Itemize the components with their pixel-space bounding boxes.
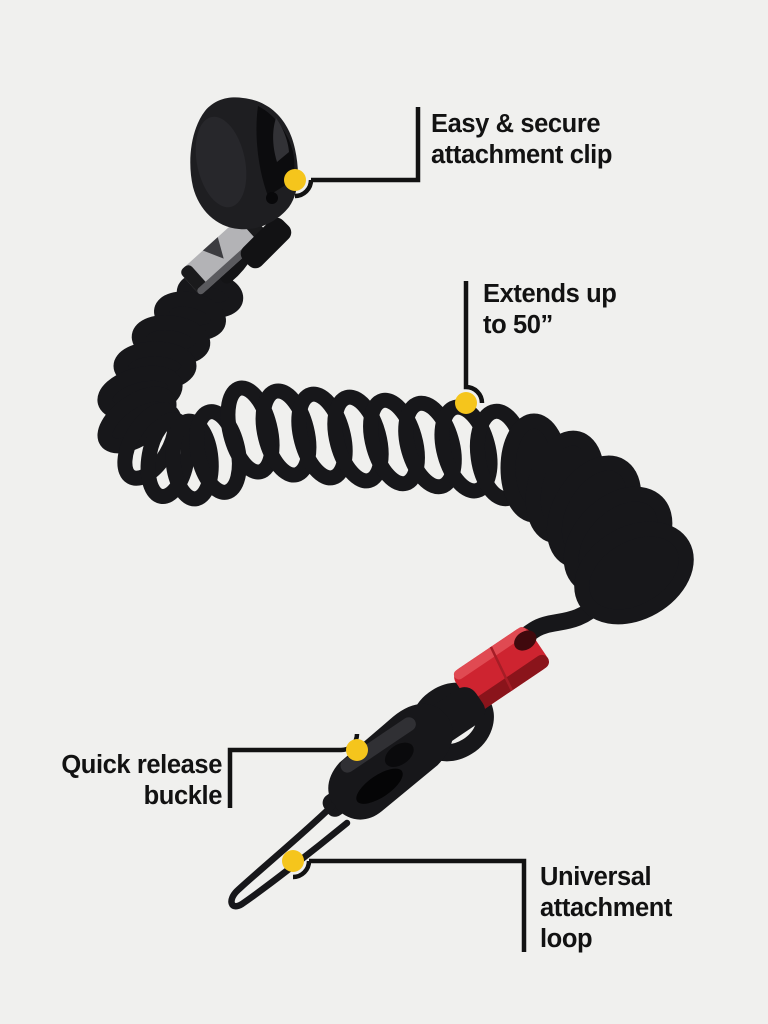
buckle-slot — [356, 768, 403, 804]
callout-line-extension — [463, 281, 485, 404]
callout-dots — [282, 169, 477, 872]
callout-label-universal-loop: Universal attachment loop — [540, 862, 672, 955]
callout-label-extension: Extends up to 50” — [483, 279, 617, 341]
callout-line-quick-release — [227, 747, 341, 808]
callout-dot-quick-release — [346, 739, 368, 761]
callout-arc-attachment-clip — [294, 179, 314, 199]
coil-section-cluster — [500, 413, 694, 625]
callout-text-line: loop — [540, 925, 593, 953]
clip-body-sheen — [195, 116, 247, 208]
coiled-tether — [97, 255, 694, 666]
callout-text-line: buckle — [143, 782, 223, 810]
callout-text-line: Easy & secure — [431, 110, 601, 138]
clip-jaw-highlight — [273, 118, 289, 162]
callout-text-line: Extends up — [483, 280, 617, 308]
callout-text-line: Universal — [540, 863, 652, 891]
callout-dot-attachment-clip — [284, 169, 306, 191]
coil-section-middle — [117, 380, 533, 507]
callout-dot-universal-loop — [282, 850, 304, 872]
callout-dot-extension — [455, 392, 477, 414]
attachment-clip — [181, 97, 298, 295]
callout-line-attachment-clip — [311, 107, 421, 183]
clip-pivot — [266, 192, 278, 204]
callout-lines — [227, 107, 527, 952]
callout-arc-universal-loop — [292, 860, 312, 880]
callout-line-universal-loop — [309, 858, 527, 952]
callout-label-attachment-clip: Easy & secure attachment clip — [431, 109, 612, 171]
red-sleeve — [453, 626, 550, 712]
callout-text-line: Quick release — [61, 751, 222, 779]
webbing-keeper — [240, 217, 292, 269]
callout-label-quick-release: Quick release buckle — [61, 750, 222, 812]
callout-text-line: to 50” — [483, 311, 553, 339]
callout-text-line: attachment — [540, 894, 673, 922]
callout-text-line: attachment clip — [431, 141, 613, 169]
buckle-button — [384, 742, 414, 767]
